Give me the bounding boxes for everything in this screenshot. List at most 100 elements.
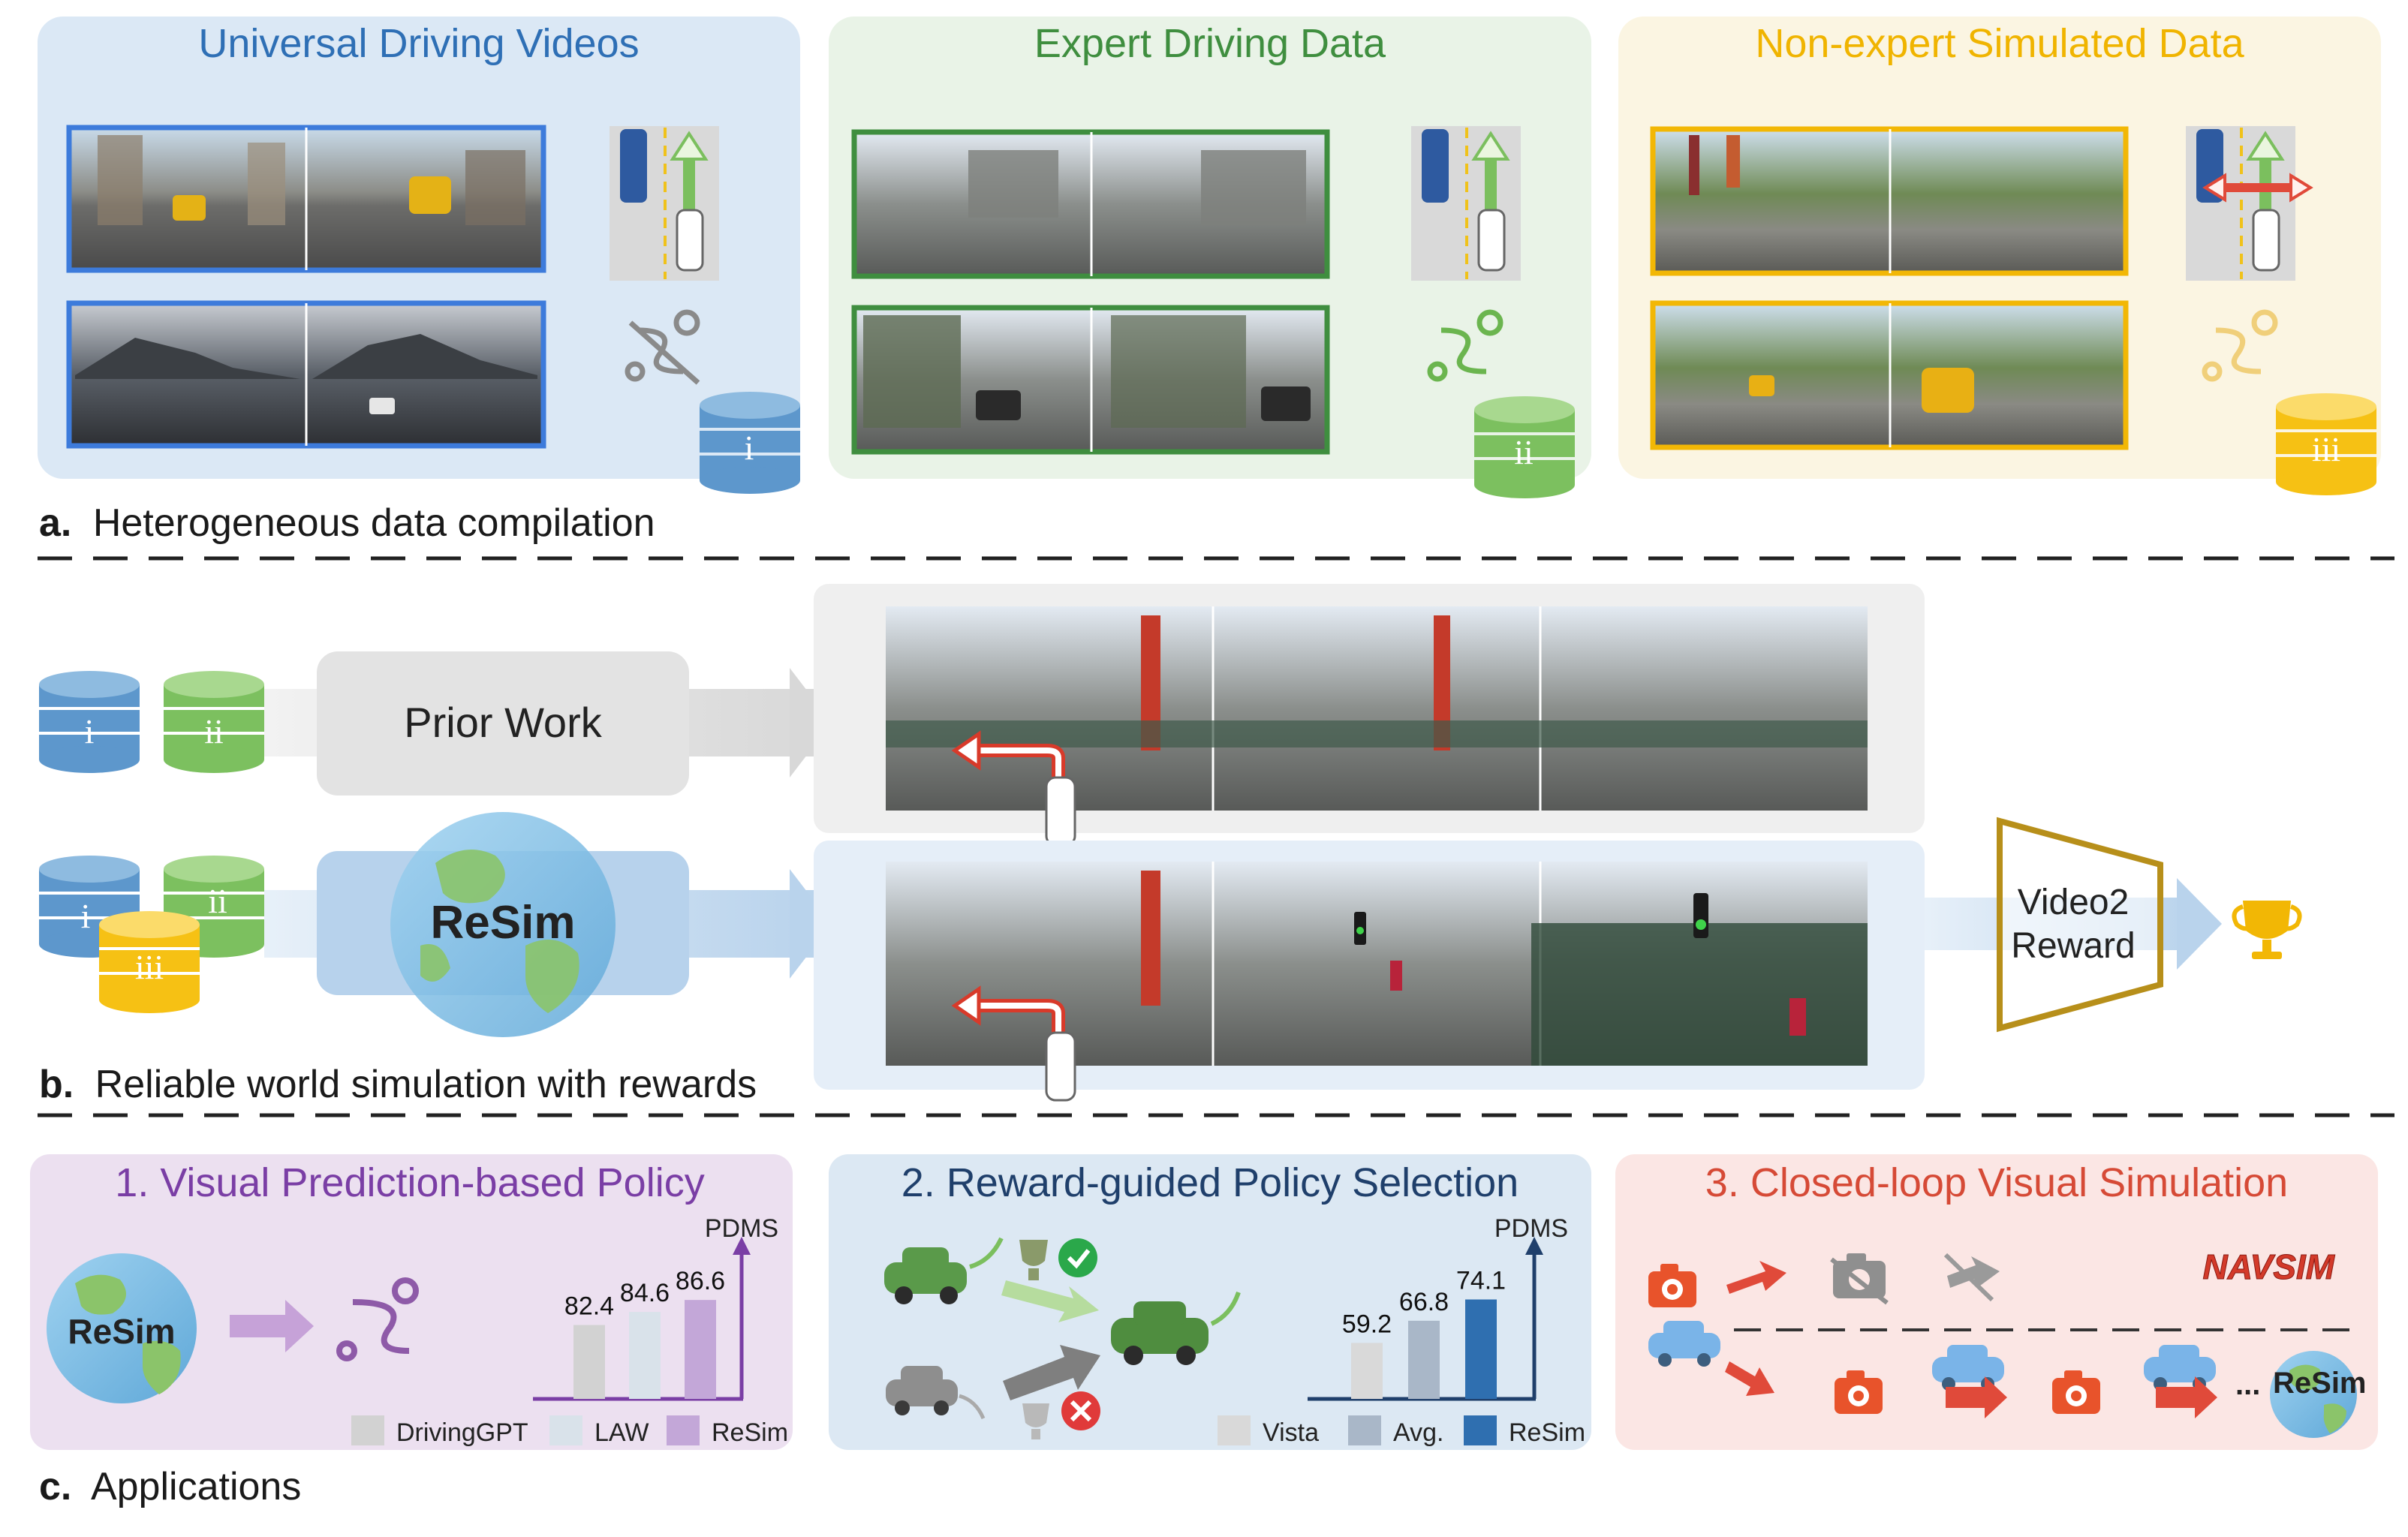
app1-metric-label: PDMS: [705, 1214, 778, 1243]
trophy-cross-icon: [1022, 1391, 1100, 1439]
camera-off-icon: [1830, 1253, 1889, 1305]
legend-swatch-0: [351, 1415, 384, 1445]
database-i: i: [700, 392, 800, 494]
bar-law: [629, 1312, 661, 1399]
app3-title: 3. Closed-loop Visual Simulation: [1705, 1160, 2288, 1205]
svg-text:ii: ii: [1514, 433, 1534, 471]
red-arrow-2: [1725, 1361, 1774, 1396]
bar-resim: [1465, 1299, 1497, 1399]
left-turn-arrow-prior: [951, 730, 1076, 847]
group-universal: Universal Driving Videos: [38, 17, 800, 494]
group-nonexpert: Non-expert Simulated Data: [1618, 17, 2381, 495]
road-topview-1: [610, 126, 719, 281]
app3-panel: 3. Closed-loop Visual Simulation NAVSIM: [1615, 1154, 2378, 1450]
app1-title: 1. Visual Prediction-based Policy: [115, 1160, 704, 1205]
data-label-0: 82.4: [564, 1292, 614, 1321]
navsim-logo: NAVSIM: [2203, 1247, 2336, 1286]
db-b1-ii: ii: [164, 671, 264, 773]
caption-b: b. Reliable world simulation with reward…: [39, 1063, 757, 1106]
red-arrow-3: [1946, 1376, 2007, 1418]
video2reward-trapezoid: [1997, 817, 2163, 1033]
video-pair-top: [66, 125, 546, 273]
db-b1-i: i: [39, 671, 140, 773]
app1-panel: 1. Visual Prediction-based Policy ReSim …: [30, 1154, 793, 1450]
sim-video-top: [1650, 126, 2129, 276]
legend-label-1: LAW: [594, 1418, 649, 1447]
svg-text:ii: ii: [204, 712, 224, 750]
svg-text:i: i: [85, 712, 95, 750]
db-row-2: i ii iii: [39, 856, 264, 1013]
camera-icon-1: [1648, 1264, 1696, 1307]
no-arrow-icon: [1943, 1253, 2000, 1302]
caption-c: c. Applications: [39, 1465, 301, 1508]
app1-route-icon: [336, 1277, 419, 1361]
db-b2-iii: iii: [99, 911, 200, 1013]
road-topview-2: [1411, 126, 1521, 281]
trophy-check-icon: [1019, 1238, 1097, 1280]
video2reward-line2: Reward: [2011, 926, 2135, 966]
route-icon-green: [1427, 309, 1503, 382]
app1-arrow-shaft: [230, 1315, 288, 1337]
prior-work-box: [317, 651, 689, 796]
legend-label-0: DrivingGPT: [396, 1418, 528, 1447]
legend-label-0: Vista: [1263, 1418, 1319, 1447]
group-expert: Expert Driving Data: [829, 17, 1591, 498]
data-label-1: 84.6: [620, 1279, 670, 1307]
database-ii: ii: [1474, 396, 1575, 498]
road-topview-3: [2186, 126, 2313, 281]
route-icon-yellow: [2202, 309, 2278, 382]
resim-video: [886, 862, 1868, 1066]
no-route-icon: [625, 309, 700, 385]
legend-label-2: ReSim: [712, 1418, 788, 1447]
db-row-1: i ii: [39, 671, 264, 773]
globe-icon: [390, 812, 616, 1037]
app1-globe-label: ReSim: [68, 1312, 175, 1351]
app1-axis-arrow: [733, 1237, 751, 1255]
prior-video: [886, 606, 1868, 811]
group-nonexpert-title: Non-expert Simulated Data: [1755, 21, 2244, 66]
video-pair-bottom: [66, 300, 546, 449]
legend-label-1: Avg.: [1393, 1418, 1443, 1447]
resim-label: ReSim: [431, 897, 576, 949]
app2-chart: PDMS 59.266.874.1 Vista Avg. ReSim: [1218, 1214, 1585, 1447]
legend-swatch-2: [1464, 1415, 1497, 1445]
app2-metric-label: PDMS: [1494, 1214, 1568, 1243]
svg-text:i: i: [745, 429, 754, 467]
svg-text:iii: iii: [135, 948, 164, 986]
group-universal-title: Universal Driving Videos: [198, 21, 639, 66]
panel-b: i ii Prior Work: [39, 584, 2302, 1106]
camera-icon-2: [1835, 1370, 1883, 1414]
svg-text:ii: ii: [208, 882, 227, 920]
db-b2-ii: ii: [164, 856, 264, 958]
left-turn-arrow-resim: [951, 985, 1076, 1102]
panel-a: Universal Driving Videos: [38, 17, 2381, 545]
blue-car-icon-1: [1648, 1321, 1720, 1367]
data-label-2: 86.6: [676, 1267, 725, 1295]
legend-label-2: ReSim: [1509, 1418, 1585, 1447]
legend-swatch-1: [549, 1415, 582, 1445]
bar-drivinggpt: [573, 1325, 605, 1399]
app3-ellipsis: ...: [2235, 1368, 2260, 1401]
red-arrow-1: [1726, 1261, 1786, 1294]
app1-globe-icon: [47, 1253, 197, 1403]
group-expert-title: Expert Driving Data: [1034, 21, 1386, 66]
database-iii: iii: [2276, 393, 2376, 495]
app1-arrow-head: [285, 1300, 314, 1352]
red-arrow-4: [2156, 1376, 2217, 1418]
selected-car-icon: [1111, 1291, 1241, 1365]
panel-c: 1. Visual Prediction-based Policy ReSim …: [30, 1154, 2378, 1508]
data-label-1: 66.8: [1399, 1288, 1449, 1316]
trophy-icon: [2232, 901, 2302, 959]
video2reward-line1: Video2: [2018, 883, 2130, 922]
legend-swatch-0: [1218, 1415, 1251, 1445]
bar-resim: [685, 1300, 716, 1399]
caption-a: a. Heterogeneous data compilation: [39, 501, 655, 545]
data-label-0: 59.2: [1342, 1310, 1392, 1338]
app2-panel: 2. Reward-guided Policy Selection: [829, 1154, 1591, 1450]
green-car-icon: [884, 1237, 1004, 1304]
data-label-2: 74.1: [1456, 1266, 1506, 1295]
green-arrow: [1001, 1280, 1099, 1322]
gray-arrow: [1003, 1345, 1100, 1400]
app2-axis-arrow: [1525, 1237, 1543, 1255]
